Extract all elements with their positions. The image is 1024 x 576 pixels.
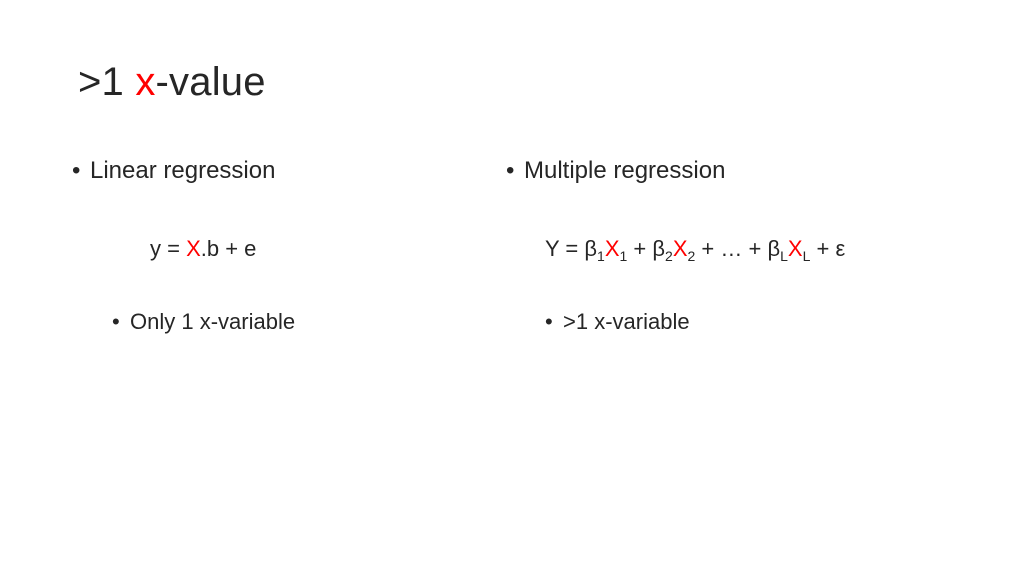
formula-xl: X	[787, 236, 803, 261]
sub-bullet-label: >1 x-variable	[563, 309, 690, 334]
bullet-icon: •	[506, 157, 515, 184]
formula-sub: L	[802, 248, 811, 264]
formula-sub: 2	[665, 248, 673, 264]
formula-y: y =	[150, 236, 187, 261]
bullet-label: Linear regression	[90, 157, 276, 184]
title-prefix: >1	[78, 60, 136, 104]
formula-sub: L	[780, 248, 788, 264]
formula-end: + ε	[810, 236, 846, 261]
bullet-icon: •	[112, 309, 120, 334]
bullet-linear-regression: • Linear regression	[72, 157, 275, 185]
formula-x: X	[186, 236, 201, 261]
formula-x1: X	[604, 236, 620, 261]
sub-bullet-label: Only 1 x-variable	[130, 309, 296, 334]
bullet-icon: •	[545, 309, 553, 334]
formula-sub: 1	[597, 248, 605, 264]
multiple-formula: Y = β1X1 + β2X2 + … + βLXL + ε	[545, 236, 846, 264]
title-highlight: x	[135, 60, 156, 104]
sub-bullet-only-1-x: • Only 1 x-variable	[112, 309, 295, 335]
bullet-icon: •	[72, 157, 81, 184]
title-suffix: -value	[155, 60, 266, 104]
sub-bullet-more-than-1-x: • >1 x-variable	[545, 309, 690, 335]
formula-lhs: Y = β	[545, 236, 598, 261]
formula-sub: 2	[687, 248, 696, 264]
formula-mid: + β	[627, 236, 666, 261]
formula-x2: X	[672, 236, 688, 261]
bullet-multiple-regression: • Multiple regression	[506, 157, 725, 185]
linear-formula: y = X.b + e	[150, 236, 256, 262]
formula-rest: .b + e	[200, 236, 257, 261]
slide-title: >1 x-value	[78, 60, 266, 105]
bullet-label: Multiple regression	[524, 157, 726, 184]
formula-sub: 1	[619, 248, 628, 264]
formula-mid: + … + β	[695, 236, 781, 261]
